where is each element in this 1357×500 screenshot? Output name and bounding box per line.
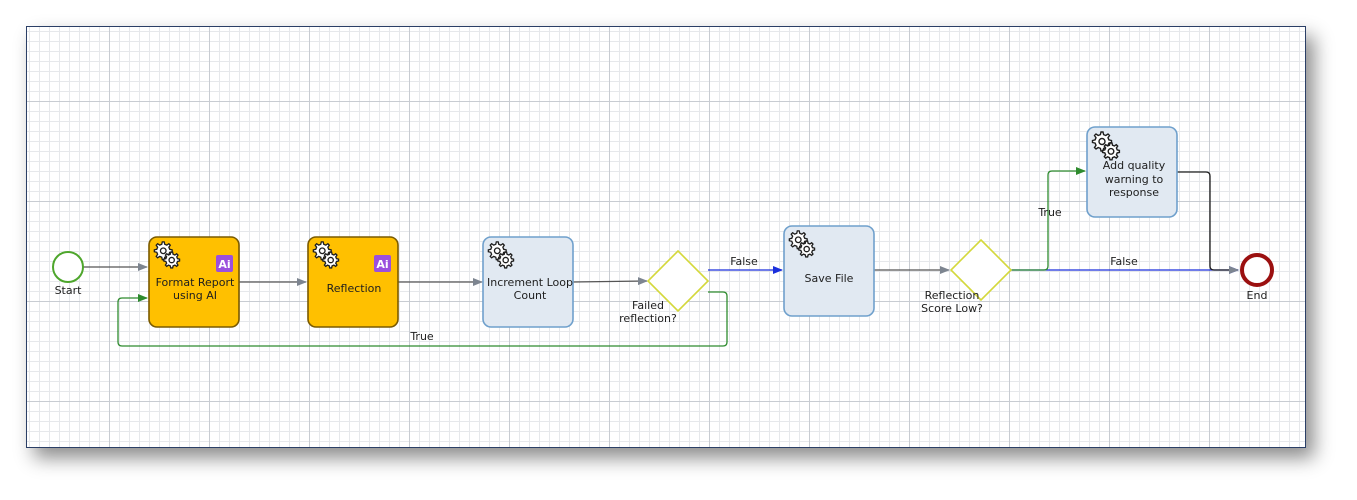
flow-warning-to-end[interactable]: [1177, 171, 1239, 274]
task-increment-line2: Count: [514, 289, 547, 302]
gateway-failed-reflection-line1: Failed: [632, 299, 664, 312]
start-event[interactable]: [52, 251, 84, 283]
task-warning-line1: Add quality: [1103, 159, 1166, 172]
task-format-report-line1: Format Report: [156, 276, 235, 289]
task-save-file-label: Save File: [805, 272, 854, 285]
flow-true-to-warning[interactable]: [1011, 167, 1086, 271]
task-increment-line1: Increment Loop: [487, 276, 573, 289]
flow-label-false-1: False: [730, 255, 758, 268]
task-save-file[interactable]: Save File: [783, 225, 875, 317]
gateway-score-low-line1: Reflection: [925, 289, 980, 302]
ai-badge-text: Ai: [218, 258, 230, 271]
gateway-failed-reflection-line2: reflection?: [619, 312, 677, 325]
flow-label-false-2: False: [1110, 255, 1138, 268]
end-event[interactable]: [1240, 253, 1274, 287]
gateway-score-low[interactable]: [949, 238, 1013, 302]
start-label: Start: [55, 284, 83, 297]
flow-increment-to-gateway[interactable]: [572, 277, 648, 286]
task-add-quality-warning[interactable]: Add quality warning to response: [1086, 126, 1178, 218]
gateway-failed-reflection[interactable]: [646, 249, 710, 313]
ai-badge-text: Ai: [376, 258, 388, 271]
flow-true-loop-back[interactable]: [117, 291, 728, 347]
task-reflection[interactable]: Ai Reflection: [307, 236, 399, 328]
task-format-report-line2: using AI: [173, 289, 217, 302]
ai-badge-icon: Ai: [216, 255, 233, 272]
task-format-report[interactable]: Ai Format Report using AI: [148, 236, 240, 328]
task-reflection-label: Reflection: [327, 282, 382, 295]
flow-label-true-loop: True: [409, 330, 434, 343]
task-warning-line2: warning to: [1105, 173, 1164, 186]
task-increment-loop-count[interactable]: Increment Loop Count: [482, 236, 574, 328]
flow-label-true-warning: True: [1037, 206, 1062, 219]
task-warning-line3: response: [1109, 186, 1159, 199]
end-label: End: [1247, 289, 1268, 302]
gateway-score-low-line2: Score Low?: [921, 302, 983, 315]
ai-badge-icon: Ai: [374, 255, 391, 272]
